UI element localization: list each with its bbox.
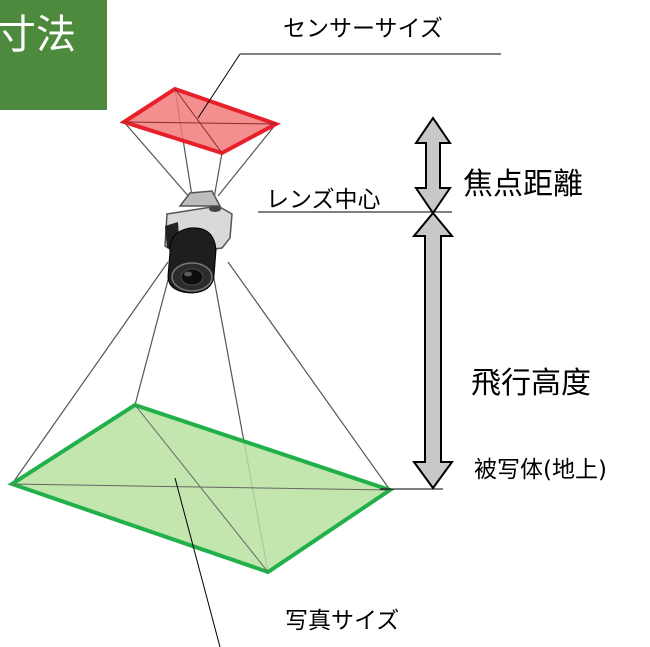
focal-length-label: 焦点距離	[463, 167, 583, 202]
subject-ground-label: 被写体(地上)	[474, 457, 607, 483]
sensor-size-annotation: センサーサイズ	[197, 16, 501, 119]
sensor-plane	[119, 86, 281, 156]
section-tag-label: 寸法	[0, 12, 76, 58]
altitude-arrow	[411, 211, 455, 490]
lens-center-label: レンズ中心	[266, 187, 381, 213]
section-tag: 寸法	[0, 0, 107, 110]
camera-icon	[164, 190, 233, 294]
subject-ground-annotation: 被写体(地上)	[380, 457, 607, 490]
section-tag-background	[0, 0, 107, 110]
photo-size-label: 写真サイズ	[285, 608, 399, 634]
flight-altitude-label: 飛行高度	[471, 366, 591, 401]
lens-center-annotation: レンズ中心	[258, 187, 452, 213]
sensor-size-label: センサーサイズ	[283, 16, 443, 42]
photo-size-annotation: 写真サイズ	[174, 477, 399, 647]
double-arrow-icon	[411, 116, 455, 490]
focal-length-arrow	[414, 116, 452, 215]
photo-footprint	[7, 402, 395, 575]
